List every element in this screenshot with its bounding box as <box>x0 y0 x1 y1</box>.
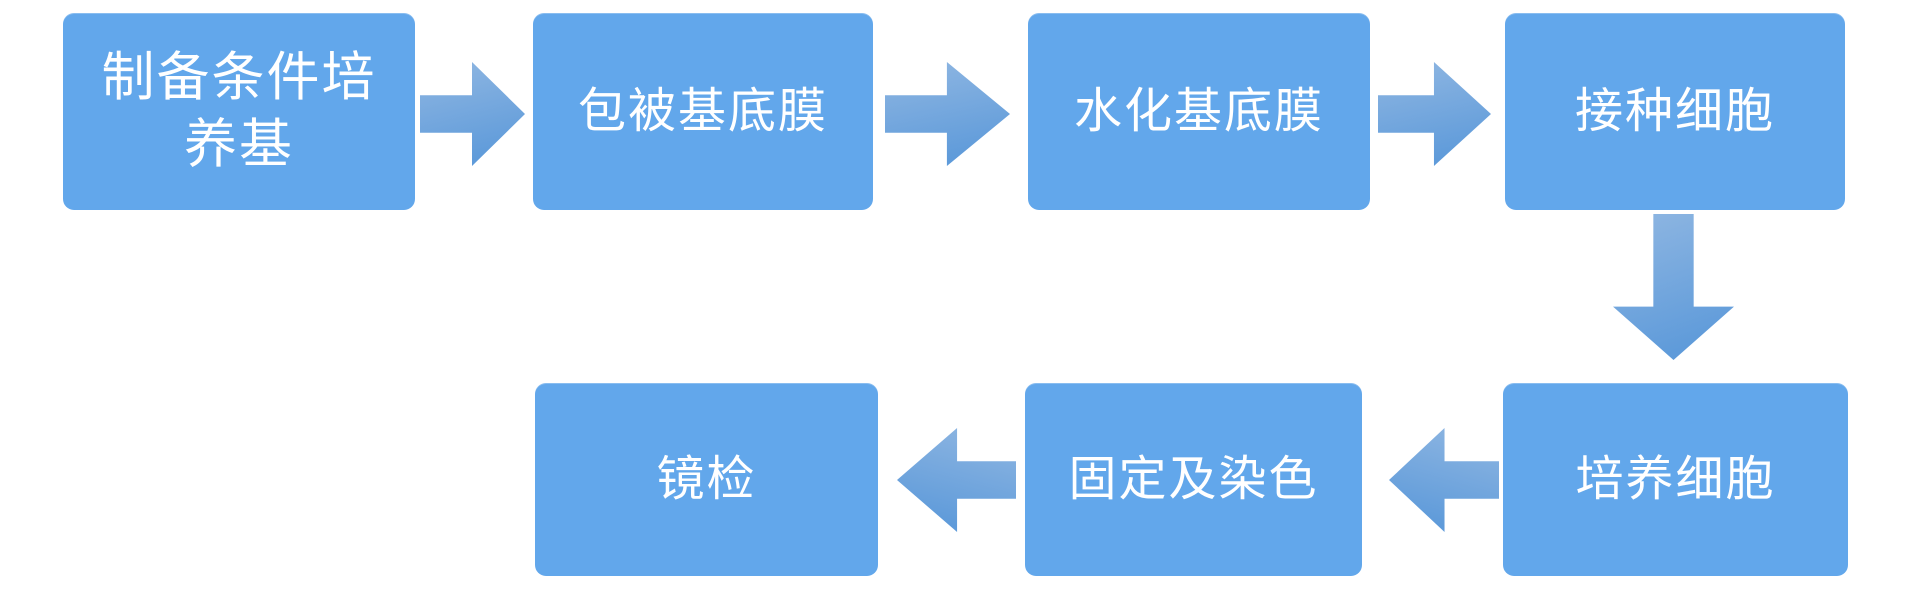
flow-step-label: 制备条件培 养基 <box>101 48 377 174</box>
flow-step-coat-basement-membrane: 包被基底膜 <box>533 13 873 210</box>
flow-step-label: 包被基底膜 <box>577 84 828 138</box>
flow-step-culture-cells: 培养细胞 <box>1503 383 1848 576</box>
flow-step-label: 固定及染色 <box>1068 452 1319 506</box>
flow-step-label: 镜检 <box>656 452 757 506</box>
right-arrow-icon <box>1378 62 1491 166</box>
flow-step-label: 接种细胞 <box>1574 84 1775 138</box>
flow-step-label: 水化基底膜 <box>1073 84 1324 138</box>
right-arrow-icon <box>885 62 1010 166</box>
flow-step-microscopy: 镜检 <box>535 383 878 576</box>
flow-step-seed-cells: 接种细胞 <box>1505 13 1845 210</box>
flow-step-hydrate-basement-membrane: 水化基底膜 <box>1028 13 1370 210</box>
right-arrow-icon <box>420 62 525 166</box>
flow-step-fix-and-stain: 固定及染色 <box>1025 383 1362 576</box>
down-arrow-icon <box>1613 214 1734 360</box>
left-arrow-icon <box>897 428 1016 532</box>
flow-step-label: 培养细胞 <box>1575 452 1776 506</box>
left-arrow-icon <box>1389 428 1499 532</box>
flow-step-prepare-conditioned-medium: 制备条件培 养基 <box>63 13 415 210</box>
